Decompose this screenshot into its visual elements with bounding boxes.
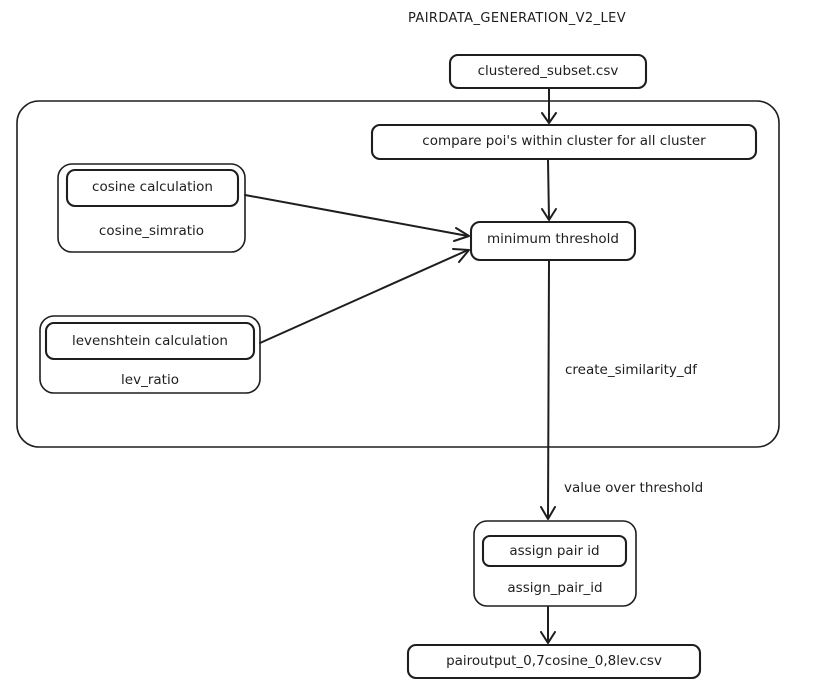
assign-inner-box — [481, 534, 628, 568]
edge-label-over-threshold: value over threshold — [564, 480, 704, 496]
input-csv-box — [448, 53, 648, 90]
compare-box — [370, 123, 758, 161]
cosine-inner-label: cosine calculation — [92, 179, 213, 195]
edge-label-create-df: create_similarity_df — [565, 362, 697, 378]
diagram-title: PAIRDATA_GENERATION_V2_LEV — [408, 11, 627, 26]
arrow-compare-to-threshold — [541, 159, 557, 221]
cosine-inner-box — [65, 168, 240, 208]
lev-func-label: lev_ratio — [121, 372, 179, 388]
arrow-cosine-to-threshold — [244, 194, 470, 242]
output-csv-box — [406, 643, 702, 680]
output-csv-label: pairoutput_0,7cosine_0,8lev.csv — [446, 653, 662, 669]
arrow-threshold-to-assign — [540, 260, 556, 520]
threshold-label: minimum threshold — [487, 231, 619, 247]
compare-label: compare poi's within cluster for all clu… — [422, 133, 706, 149]
threshold-box — [469, 220, 637, 262]
lev-inner-box — [44, 321, 256, 361]
arrow-assign-to-output — [540, 606, 556, 644]
assign-func-label: assign_pair_id — [507, 580, 603, 596]
arrow-input-to-compare — [541, 88, 557, 124]
assign-inner-label: assign pair id — [509, 543, 600, 559]
cosine-func-label: cosine_simratio — [98, 223, 205, 239]
input-csv-label: clustered_subset.csv — [477, 63, 619, 79]
lev-inner-label: levenshtein calculation — [71, 333, 228, 349]
arrow-lev-to-threshold — [259, 248, 470, 344]
